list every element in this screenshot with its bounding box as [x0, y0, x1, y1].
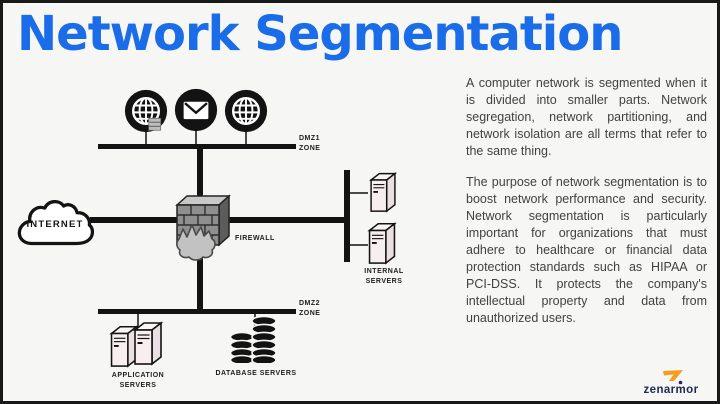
internal-server-icon [368, 172, 398, 213]
internal-servers-label: INTERNAL SERVERS [364, 268, 404, 285]
database-servers-label: DATABASE SERVERS [215, 370, 297, 377]
connector-line [350, 192, 368, 194]
dmz2-zone-label: DMZ2 ZONE [299, 300, 321, 317]
flame-shape [176, 224, 216, 261]
zenarmor-wordmark: zenarmor [643, 384, 699, 396]
zenarmor-logo: zenarmor [633, 367, 713, 401]
database-servers-icon [230, 315, 277, 363]
firewall-label: FIREWALL [235, 235, 275, 242]
connector-line [245, 131, 247, 146]
zenarmor-logo-icon [663, 370, 683, 385]
page-title: Network Segmentation [17, 6, 623, 62]
firewall-icon [175, 194, 231, 261]
article-text: A computer network is segmented when it … [466, 75, 707, 327]
dmz2-bus-line [98, 309, 296, 314]
application-servers-label: APPLICATION SERVERS [111, 372, 165, 389]
web-server-globe-icon [224, 89, 268, 133]
application-server-icon [132, 321, 164, 366]
paragraph: A computer network is segmented when it … [466, 76, 707, 158]
internet-cloud: INTERNET [15, 195, 95, 253]
mail-server-envelope-icon [174, 88, 218, 132]
connector-line [195, 131, 197, 146]
web-server-globe-icon [124, 89, 168, 133]
dmz1-zone-label: DMZ1 ZONE [299, 135, 321, 152]
connector-line [137, 314, 139, 330]
mini-server-detail [148, 117, 162, 131]
connector-line [145, 131, 147, 146]
internal-bus-line [344, 170, 350, 262]
internet-label: INTERNET [26, 219, 84, 230]
internal-server-icon [367, 222, 397, 265]
paragraph: The purpose of network segmentation is t… [466, 175, 707, 325]
connector-line [350, 244, 368, 246]
cloud-icon [17, 200, 95, 246]
